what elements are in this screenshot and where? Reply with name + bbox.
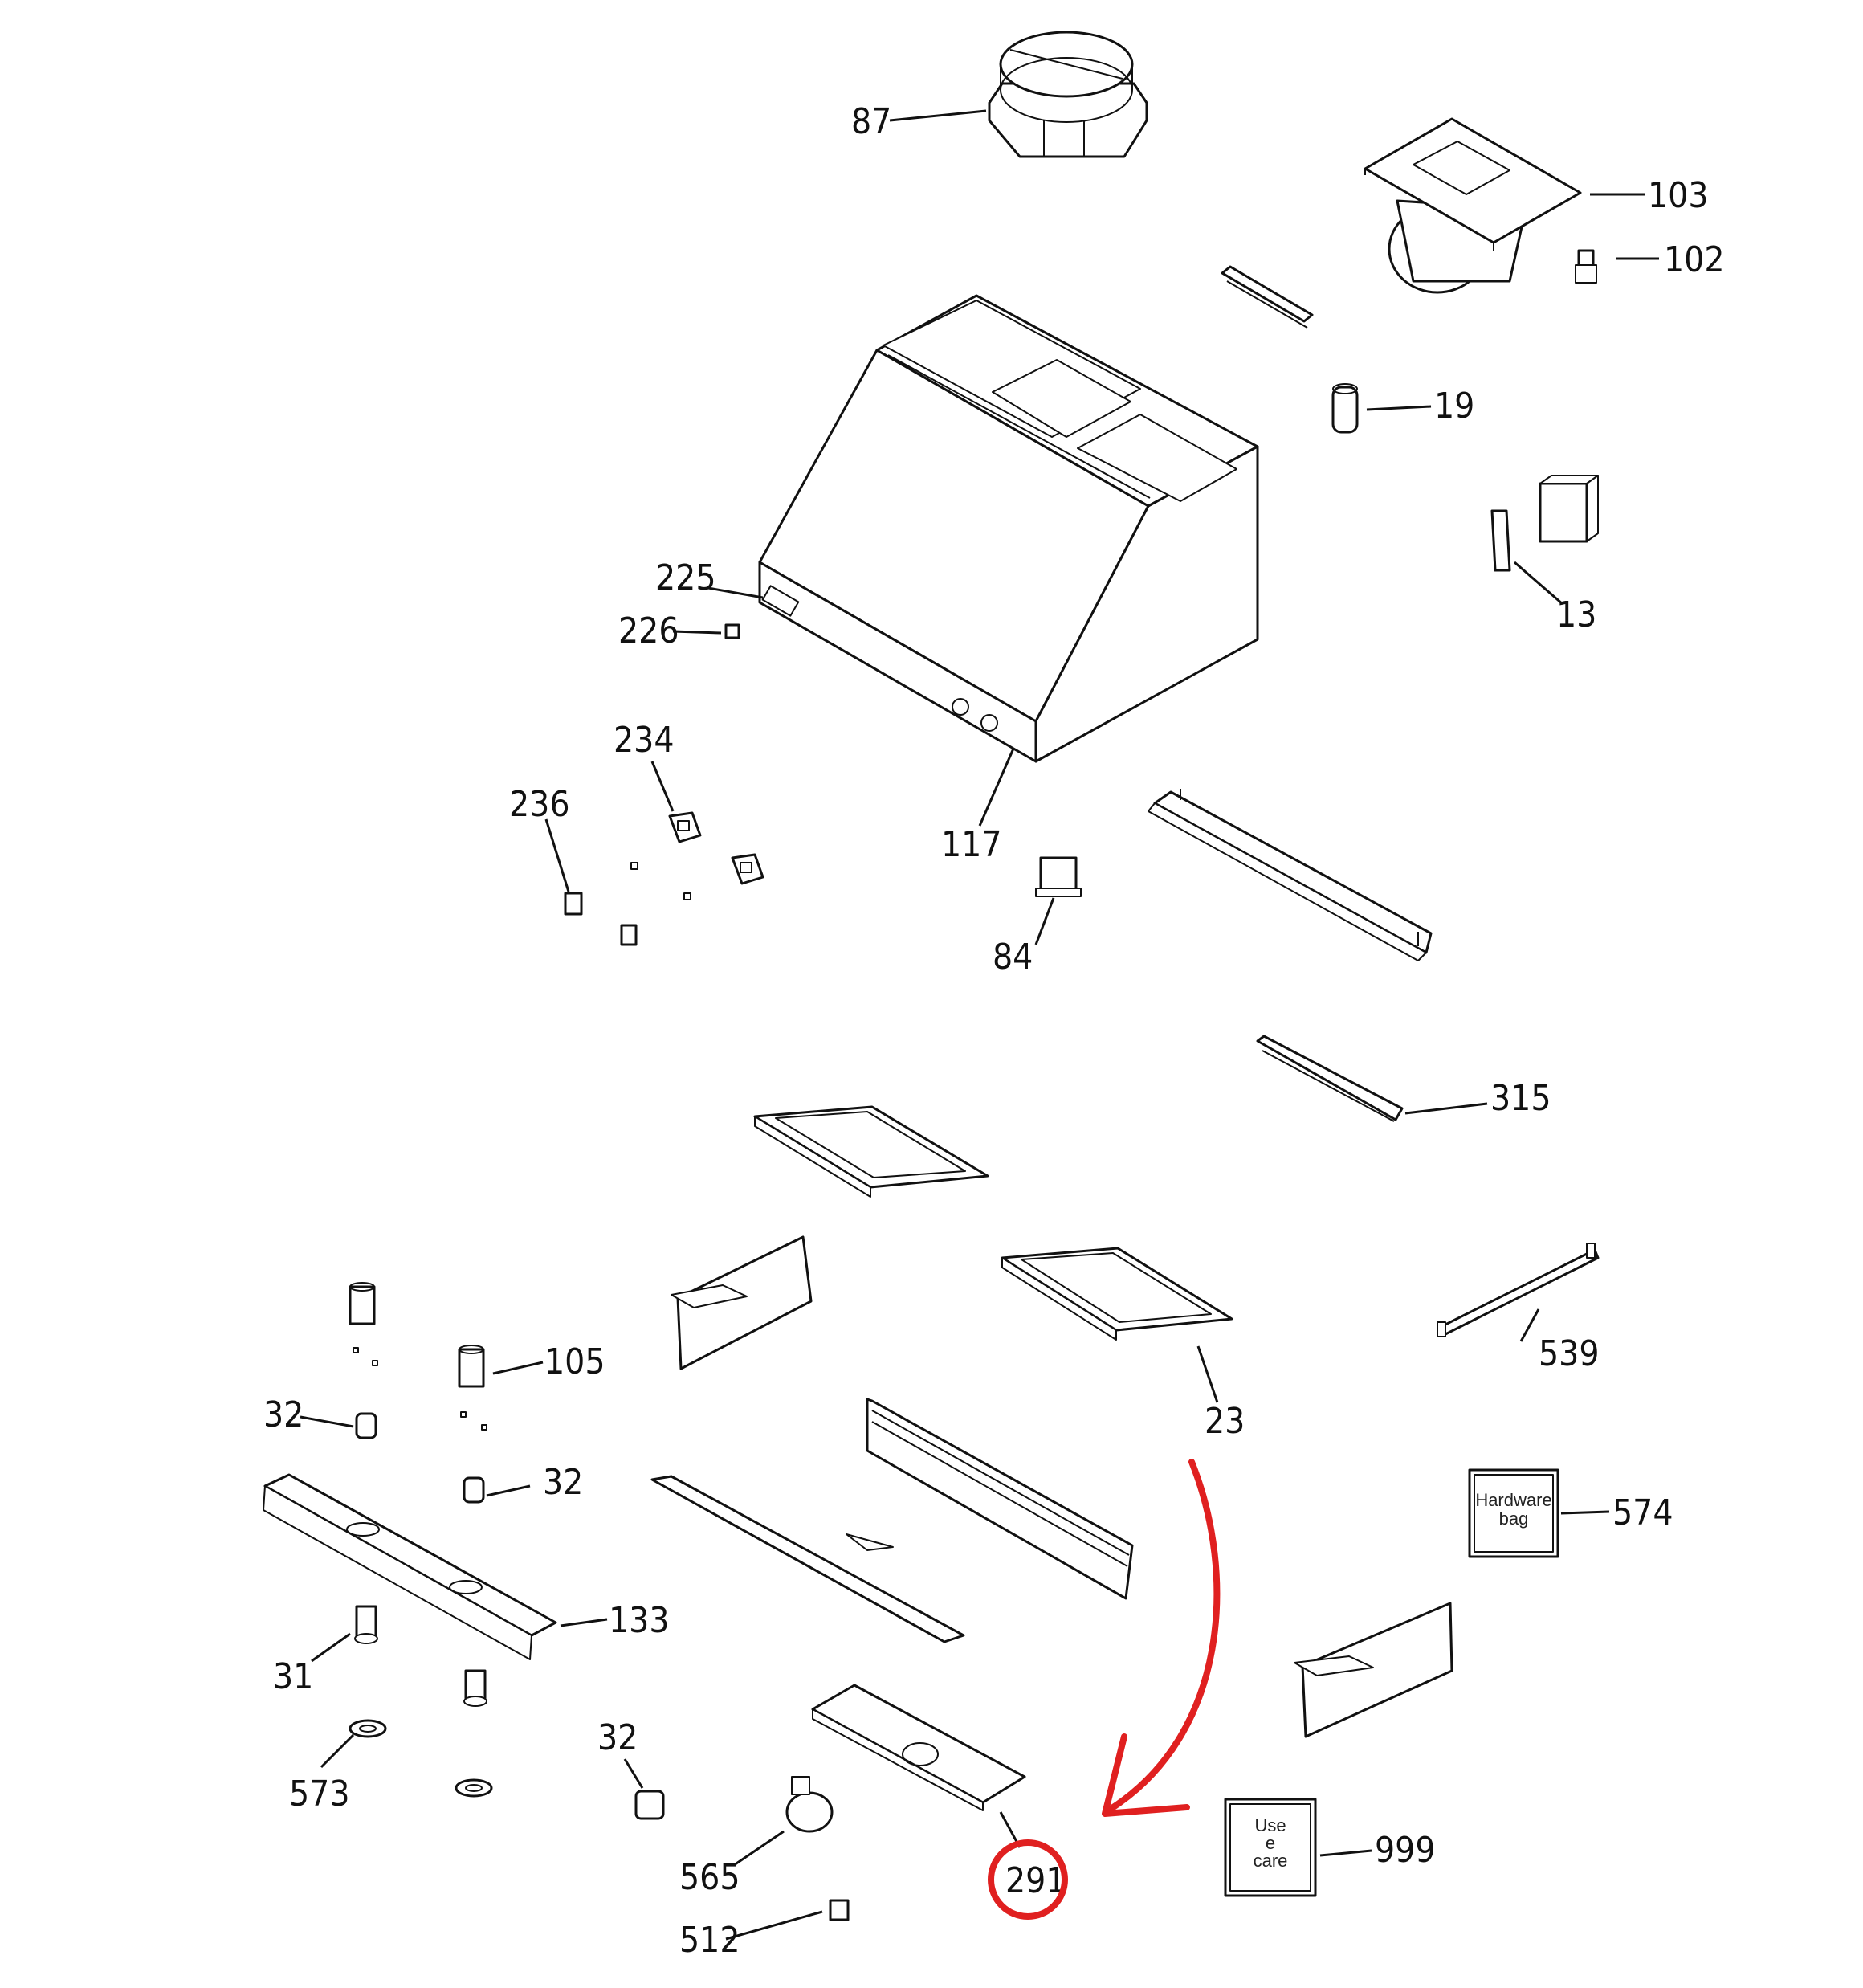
highlight-arrow [1105,1459,1221,1814]
part-315-strip [1256,1035,1404,1122]
hardware-bag-line1: Hardware [1475,1490,1551,1510]
part-32-bulb-b [463,1476,485,1504]
callout-573: 573 [289,1774,350,1815]
part-19-capacitor [1331,383,1359,434]
callout-291: 291 [1005,1860,1066,1901]
highlight-arrowhead [1102,1733,1190,1817]
part-226-square [724,623,740,639]
part-13-control-box [1490,475,1599,572]
callout-133: 133 [609,1600,670,1641]
part-234-switch [630,811,764,900]
part-236-knob [564,892,638,946]
callout-103: 103 [1648,175,1709,216]
callout-539: 539 [1539,1333,1600,1374]
part-84-transformer [1035,856,1082,897]
callout-105: 105 [544,1341,605,1382]
callout-117: 117 [941,824,1002,865]
part-strip-upper [1221,265,1314,329]
callout-23: 23 [1205,1401,1245,1442]
callout-32-b: 32 [543,1462,583,1503]
part-133-lamp-rail [263,1473,557,1660]
part-512-knob [829,1899,850,1921]
callout-13: 13 [1556,594,1596,635]
use-care-line2: e [1266,1833,1275,1853]
callout-315: 315 [1490,1078,1551,1119]
callout-32-a: 32 [263,1394,304,1435]
callout-87: 87 [851,101,891,142]
part-side-bracket-right [1294,1602,1453,1738]
part-rail-middle-lower [650,1475,965,1643]
part-102-clip [1575,249,1597,284]
part-573-ring-b [455,1778,493,1798]
callout-102: 102 [1664,239,1725,280]
part-hood-body [758,294,1259,763]
part-32-bulb-a [355,1412,377,1439]
part-565-motor [785,1776,834,1833]
part-23-filter-frame [1001,1247,1233,1341]
part-31-socket-a [354,1605,378,1644]
use-care-line1: Use [1254,1815,1286,1835]
part-31-socket-b [463,1669,487,1707]
highlight-annotation [988,1459,1221,1920]
callout-236: 236 [509,784,570,825]
part-291-tray [811,1684,1026,1811]
callout-565: 565 [679,1857,740,1898]
part-32-bulb-c [634,1790,665,1820]
part-539-rod [1437,1243,1600,1337]
callout-19: 19 [1434,386,1474,427]
part-87-duct-collar [988,31,1148,158]
highlight-circle-291 [988,1839,1068,1920]
callout-31: 31 [273,1656,313,1697]
part-rail-right [1148,789,1433,961]
use-care-line3: care [1254,1851,1288,1871]
part-filter-frame-upper [753,1105,989,1198]
part-999-use-care: Use e care [1224,1798,1317,1897]
callout-labels: 87 103 102 19 13 225 226 234 236 117 84 … [263,101,1725,1961]
callout-234: 234 [614,720,675,761]
callout-84: 84 [993,937,1033,978]
part-side-bracket-left [671,1235,813,1370]
callout-32-c: 32 [597,1717,638,1758]
callout-512: 512 [679,1920,740,1961]
callout-226: 226 [618,610,679,651]
part-rail-middle-upper [866,1398,1134,1600]
part-103-blower [1364,117,1582,294]
hardware-bag-line2: bag [1499,1508,1529,1529]
part-573-ring-a [349,1719,387,1738]
callout-574: 574 [1612,1492,1673,1533]
callout-999: 999 [1375,1830,1436,1871]
part-105-lamp-socket [349,1282,487,1431]
part-574-hardware-bag: Hardware bag [1468,1468,1559,1558]
leader-lines [300,109,1659,1941]
callout-225: 225 [655,557,716,598]
